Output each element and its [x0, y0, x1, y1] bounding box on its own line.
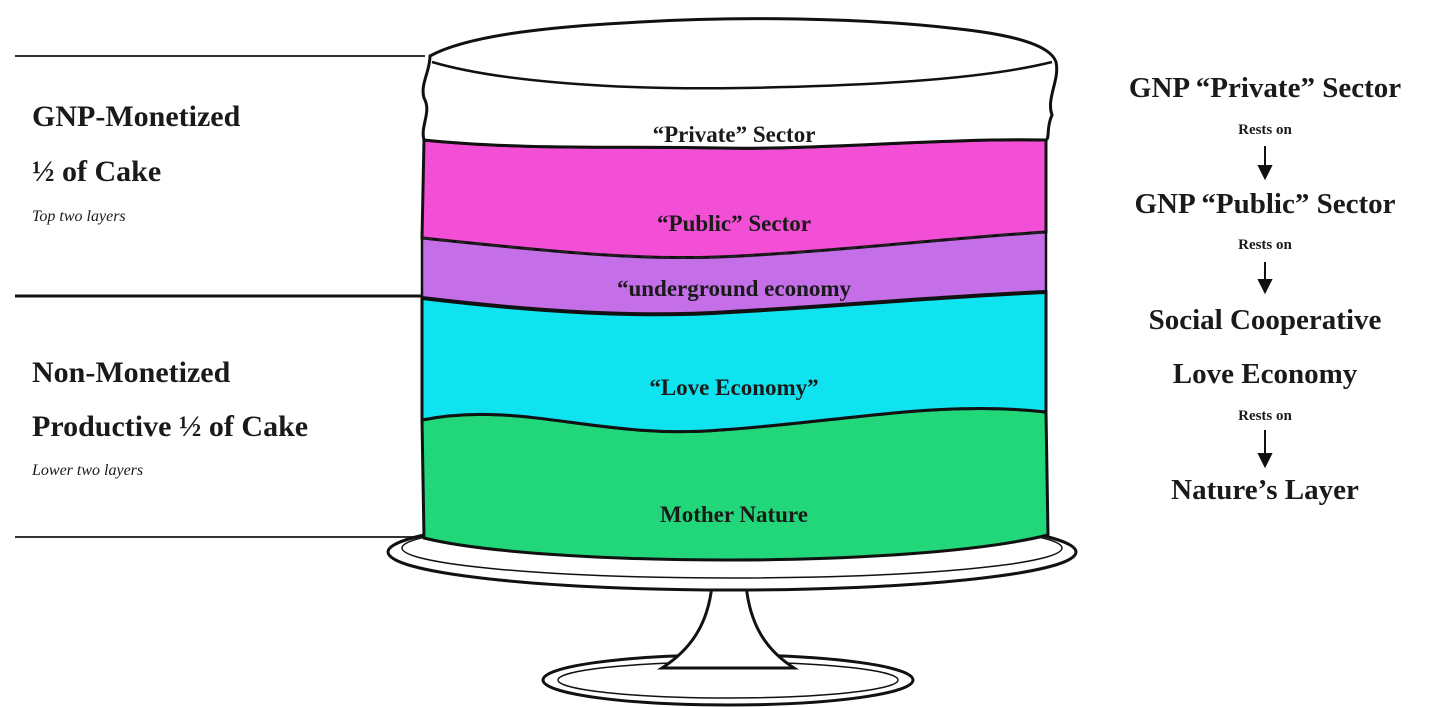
right-item-public: GNP “Public” Sector	[1134, 188, 1396, 220]
arrows	[1257, 146, 1273, 469]
rests-on-2: Rests on	[1238, 237, 1292, 253]
rests-on-1: Rests on	[1238, 122, 1292, 138]
layer-label-love: “Love Economy”	[649, 375, 819, 400]
dashed-separator	[421, 231, 1047, 259]
right-item-private: GNP “Private” Sector	[1128, 72, 1402, 104]
solid-separator	[421, 290, 1047, 317]
frosting-top-edge	[431, 60, 1053, 90]
right-item-nature: Nature’s Layer	[1171, 474, 1359, 506]
top-half-title-line1: GNP-Monetized	[32, 100, 241, 133]
top-half-subtitle: Top two layers	[32, 208, 126, 225]
layer-nature	[420, 406, 1050, 562]
layer-label-underground: “underground economy	[616, 276, 852, 301]
bottom-half-title-line2: Productive ½ of Cake	[32, 410, 309, 443]
stand-stem	[656, 583, 800, 670]
top-half-title-line2: ½ of Cake	[32, 155, 162, 188]
rests-on-3: Rests on	[1238, 408, 1292, 424]
bottom-half-title-line1: Non-Monetized	[32, 356, 231, 389]
layer-label-public: “Public” Sector	[657, 211, 811, 236]
bottom-half-subtitle: Lower two layers	[32, 462, 144, 479]
layer-label-nature: Mother Nature	[660, 502, 808, 527]
layer-label-private: “Private” Sector	[652, 122, 816, 147]
layer-private	[421, 17, 1059, 150]
right-item-social-cooperative: Social Cooperative	[1148, 304, 1382, 336]
right-item-love-economy: Love Economy	[1172, 358, 1358, 390]
